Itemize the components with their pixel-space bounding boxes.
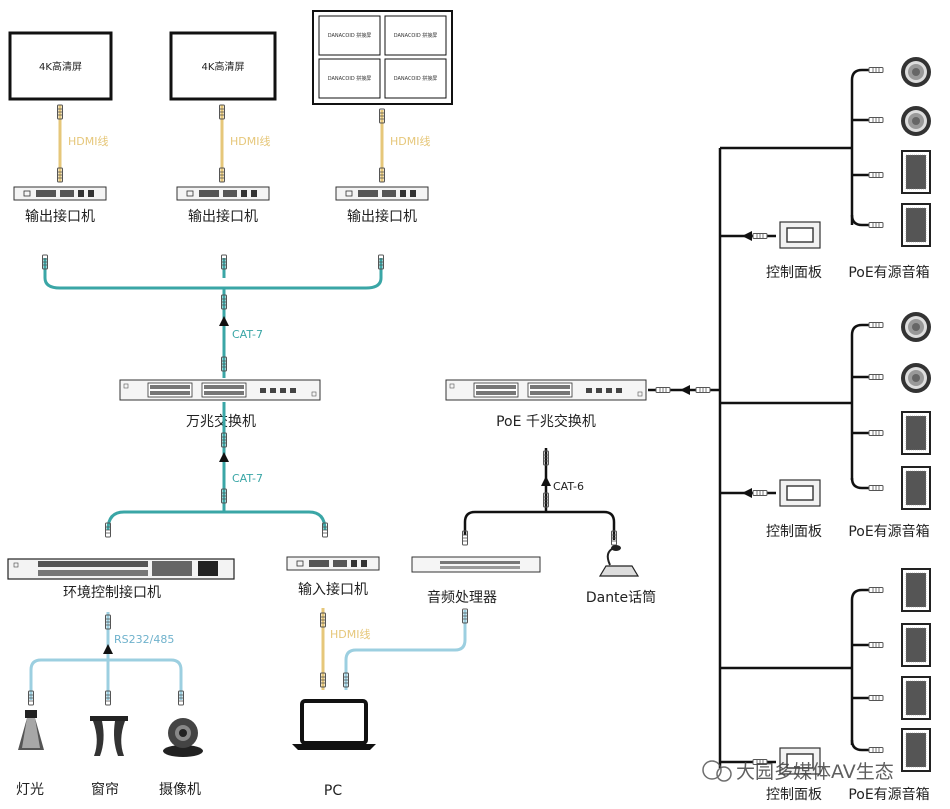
poe-uplink — [648, 385, 720, 395]
control-panel-label: 控制面板 — [766, 787, 822, 803]
speaker-group-3: 控制面板 PoE有源音箱 — [720, 568, 931, 803]
output-receiver-3: 输出接口机 — [335, 186, 429, 225]
hdmi-cable-1: HDMI线 — [57, 104, 108, 183]
light-label: 灯光 — [16, 782, 44, 798]
hdmi-cable-3: HDMI线 — [379, 108, 430, 183]
display-screen-1: 4K高清屏 — [8, 31, 113, 101]
camera-label: 摄像机 — [159, 782, 201, 798]
output-receiver-1: 输出接口机 — [13, 186, 107, 225]
wall-tile-label: DANACOID 拼接屏 — [328, 75, 372, 82]
video-wall: DANACOID 拼接屏 DANACOID 拼接屏 DANACOID 拼接屏 D… — [312, 10, 453, 105]
poe-switch-label: PoE 千兆交换机 — [496, 413, 596, 430]
wall-tile-label: DANACOID 拼接屏 — [394, 32, 438, 39]
cat7-network-top: CAT-7 — [42, 254, 384, 378]
cat6-label: CAT-6 — [553, 480, 584, 493]
rs232-label: RS232/485 — [114, 633, 174, 646]
dante-mic-label: Dante话筒 — [586, 589, 656, 606]
environment-controller-label: 环境控制接口机 — [63, 584, 161, 601]
light-device: 灯光 — [16, 710, 44, 798]
cat7-label: CAT-7 — [232, 328, 263, 341]
watermark: 大园多媒体AV生态 — [702, 760, 894, 783]
cat6-audio-network: CAT-6 — [462, 448, 617, 546]
cat7-network-bottom: CAT-7 — [105, 402, 328, 538]
hdmi-cable-label: HDMI线 — [330, 627, 370, 641]
curtain-device: 窗帘 — [90, 716, 128, 798]
wall-tile-label: DANACOID 拼接屏 — [328, 32, 372, 39]
pc-hdmi-cable: HDMI线 — [320, 608, 370, 690]
input-transmitter-label: 输入接口机 — [298, 581, 368, 598]
hdmi-cable-label: HDMI线 — [230, 134, 270, 148]
hdmi-cable-2: HDMI线 — [219, 104, 270, 183]
output-receiver-label: 输出接口机 — [347, 208, 417, 225]
poe-speaker-label: PoE有源音箱 — [848, 523, 929, 540]
wall-tile-label: DANACOID 拼接屏 — [394, 75, 438, 82]
speaker-group-1: 控制面板 PoE有源音箱 — [720, 57, 931, 281]
control-panel-label: 控制面板 — [766, 265, 822, 281]
poe-speaker-label: PoE有源音箱 — [848, 264, 929, 281]
watermark-text: 大园多媒体AV生态 — [736, 761, 894, 783]
poe-speaker-label: PoE有源音箱 — [848, 786, 929, 803]
control-panel-label: 控制面板 — [766, 524, 822, 540]
screen-1-label: 4K高清屏 — [39, 60, 82, 73]
audio-processor: 音频处理器 — [411, 556, 541, 606]
poe-switch: PoE 千兆交换机 — [445, 379, 647, 430]
input-transmitter: 输入接口机 — [286, 556, 380, 598]
hdmi-cable-label: HDMI线 — [68, 134, 108, 148]
output-receiver-label: 输出接口机 — [25, 208, 95, 225]
pc-label: PC — [324, 783, 342, 799]
core-switch-label: 万兆交换机 — [186, 413, 256, 430]
pc-device: PC — [292, 699, 376, 799]
dante-mic: Dante话筒 — [586, 545, 656, 606]
pc-audio-cable — [343, 608, 468, 690]
display-screen-2: 4K高清屏 — [169, 31, 277, 101]
curtain-label: 窗帘 — [91, 781, 119, 798]
cat7-label: CAT-7 — [232, 472, 263, 485]
speaker-trunk — [718, 146, 852, 768]
screen-2-label: 4K高清屏 — [202, 60, 245, 73]
output-receiver-label: 输出接口机 — [188, 208, 258, 225]
hdmi-cable-label: HDMI线 — [390, 134, 430, 148]
core-switch: 万兆交换机 — [119, 379, 321, 430]
camera-device: 摄像机 — [159, 718, 203, 798]
rs232-control-lines: RS232/485 — [28, 612, 184, 706]
speaker-group-2: 控制面板 PoE有源音箱 — [720, 312, 931, 540]
audio-processor-label: 音频处理器 — [427, 589, 497, 606]
environment-controller: 环境控制接口机 — [7, 558, 235, 601]
output-receiver-2: 输出接口机 — [176, 186, 270, 225]
